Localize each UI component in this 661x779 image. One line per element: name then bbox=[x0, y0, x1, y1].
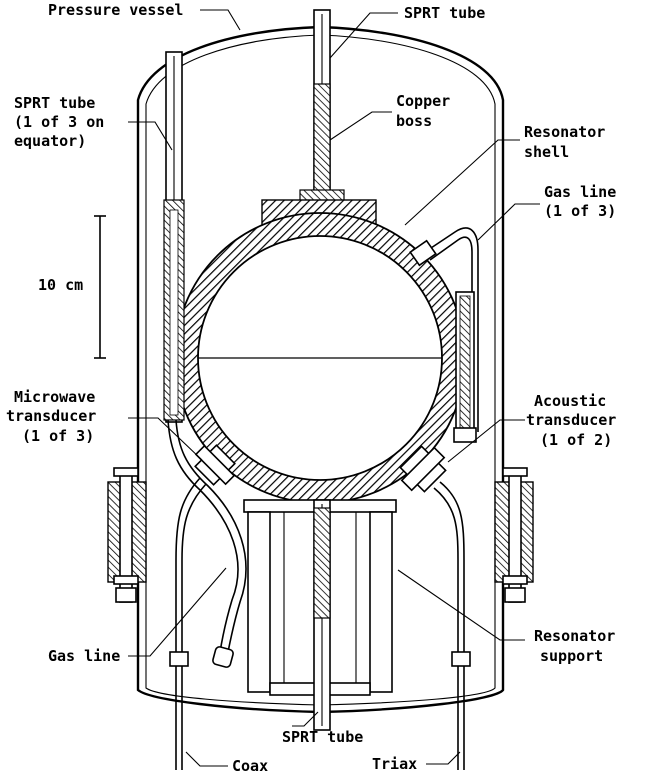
gas-line-bottom bbox=[167, 419, 247, 668]
label-gas-line-top-2: (1 of 3) bbox=[544, 202, 616, 220]
label-copper-boss: Copper bbox=[396, 92, 450, 110]
acoustic-transducer bbox=[399, 445, 447, 493]
microwave-transducer bbox=[194, 444, 236, 486]
sprt-tube-top bbox=[299, 9, 345, 203]
label-sprt-tube-side-2: (1 of 3 on bbox=[14, 113, 104, 131]
scale-bar bbox=[94, 215, 106, 359]
label-microwave-transducer-3: (1 of 3) bbox=[22, 427, 94, 445]
label-pressure-vessel: Pressure vessel bbox=[48, 1, 183, 19]
flange-bolt-right bbox=[494, 467, 534, 603]
label-microwave-transducer-2: transducer bbox=[6, 407, 96, 425]
label-gas-line-top: Gas line bbox=[544, 183, 616, 201]
triax-cable bbox=[433, 481, 471, 770]
coax-cable bbox=[169, 477, 207, 770]
labels: Pressure vessel SPRT tube SPRT tube (1 o… bbox=[6, 1, 616, 775]
label-acoustic-transducer-3: (1 of 2) bbox=[540, 431, 612, 449]
label-sprt-tube-side: SPRT tube bbox=[14, 94, 95, 112]
flange-bolt-left bbox=[107, 467, 147, 603]
label-sprt-tube-top: SPRT tube bbox=[404, 4, 485, 22]
label-sprt-tube-bottom: SPRT tube bbox=[282, 728, 363, 746]
resonator-support bbox=[243, 499, 397, 696]
sprt-tube-bottom bbox=[313, 499, 331, 731]
label-resonator-support-2: support bbox=[540, 647, 603, 665]
label-gas-line-bottom: Gas line bbox=[48, 647, 120, 665]
label-acoustic-transducer: Acoustic bbox=[534, 392, 606, 410]
label-acoustic-transducer-2: transducer bbox=[526, 411, 616, 429]
label-resonator-support: Resonator bbox=[534, 627, 615, 645]
label-microwave-transducer: Microwave bbox=[14, 388, 95, 406]
leader-lines bbox=[128, 9, 540, 767]
label-scale: 10 cm bbox=[38, 276, 83, 294]
label-resonator-shell-2: shell bbox=[524, 143, 569, 161]
label-copper-boss-2: boss bbox=[396, 112, 432, 130]
pressure-vessel bbox=[136, 25, 505, 714]
gas-line-top bbox=[409, 227, 479, 443]
sprt-tube-side bbox=[163, 51, 185, 423]
label-triax: Triax bbox=[372, 755, 417, 773]
label-sprt-tube-side-3: equator) bbox=[14, 132, 86, 150]
label-coax: Coax bbox=[232, 757, 268, 775]
resonator-shell bbox=[174, 212, 466, 504]
label-resonator-shell: Resonator bbox=[524, 123, 605, 141]
